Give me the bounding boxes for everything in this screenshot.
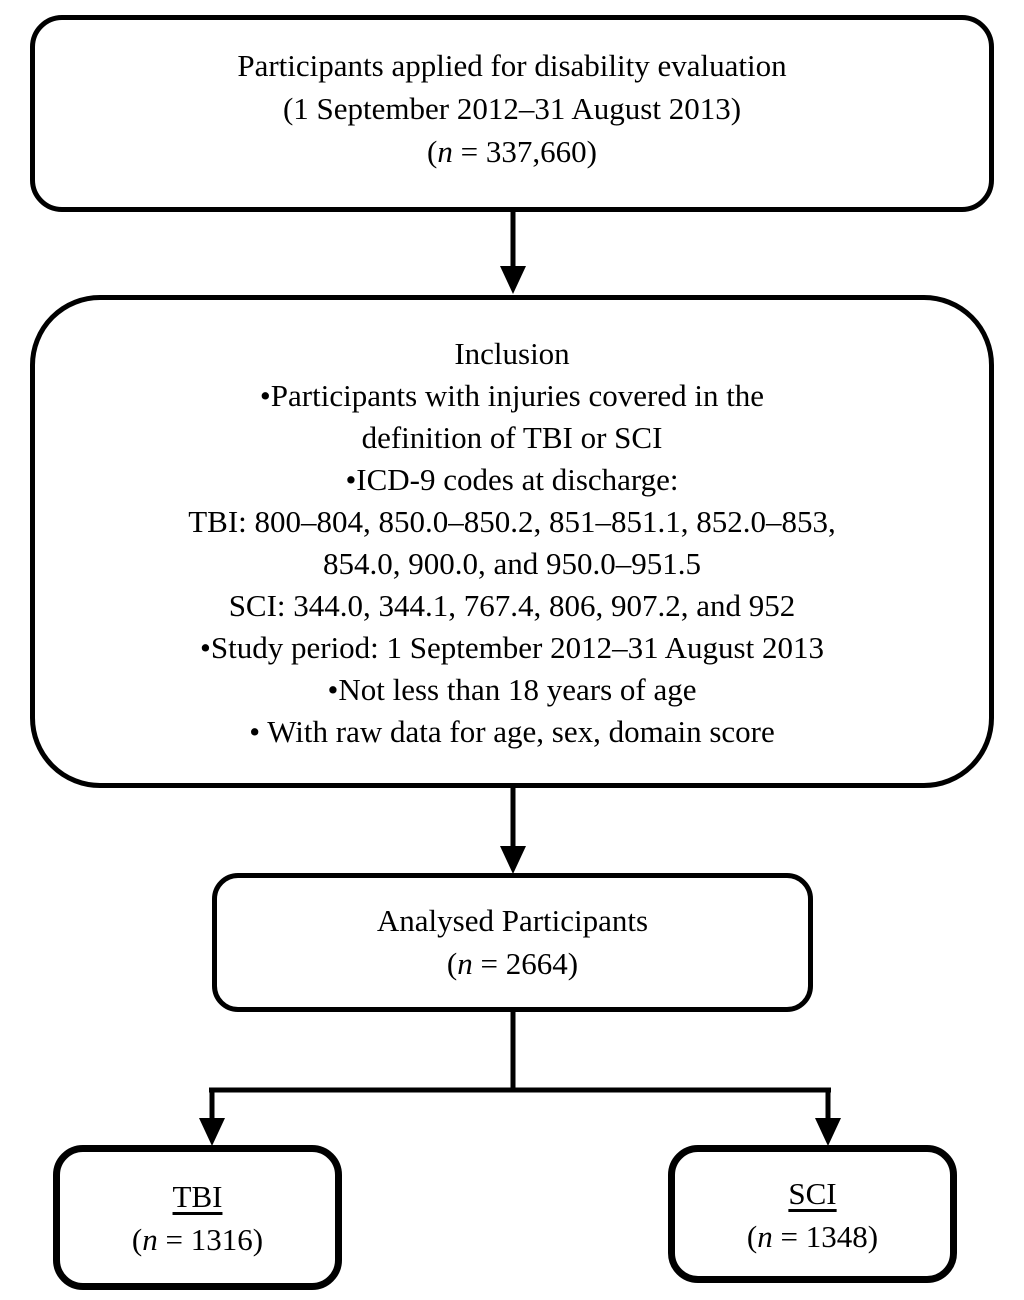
box-inclusion-criteria: Inclusion •Participants with injuries co… [30,295,994,788]
count-n-variable: n [142,1222,158,1257]
count-open: ( [446,946,458,981]
count-n-variable: n [757,1219,773,1254]
inclusion-criterion: •ICD-9 codes at discharge: [345,462,679,497]
sci-count: (n = 1348) [675,1215,950,1258]
count-open: ( [427,134,438,169]
sci-title: SCI [788,1176,837,1211]
count-n-variable: n [457,946,473,981]
inclusion-criterion: TBI: 800–804, 850.0–850.2, 851–851.1, 85… [188,504,836,539]
arrow-down-icon [500,266,526,294]
inclusion-criterion: •Participants with injuries covered in t… [259,378,765,413]
box-participants-applied: Participants applied for disability eval… [30,15,994,212]
count-value: = 1316) [157,1222,264,1257]
arrow-down-icon [199,1118,225,1146]
tbi-title: TBI [172,1179,223,1214]
inclusion-criterion: •Not less than 18 years of age [327,672,697,707]
analysed-count: (n = 2664) [217,942,808,985]
count-value: = 337,660) [452,134,597,169]
count-value: = 2664) [472,946,579,981]
inclusion-criterion: SCI: 344.0, 344.1, 767.4, 806, 907.2, an… [228,588,796,623]
box-sci-group: SCI (n = 1348) [668,1145,957,1283]
inclusion-criterion: • With raw data for age, sex, domain sco… [249,714,775,749]
inclusion-criterion: 854.0, 900.0, and 950.0–951.5 [322,546,701,581]
applied-line-2: (1 September 2012–31 August 2013) [282,91,742,126]
count-value: = 1348) [772,1219,879,1254]
inclusion-criterion: definition of TBI or SCI [361,420,663,455]
inclusion-title: Inclusion [454,336,570,371]
count-n-variable: n [437,134,453,169]
applied-count: (n = 337,660) [35,130,989,173]
applied-line-1: Participants applied for disability eval… [237,48,787,83]
box-analysed-participants: Analysed Participants (n = 2664) [212,873,813,1012]
inclusion-criterion: •Study period: 1 September 2012–31 Augus… [200,630,824,665]
arrow-down-icon [500,846,526,874]
analysed-title: Analysed Participants [376,903,649,938]
tbi-count: (n = 1316) [60,1218,335,1261]
count-open: ( [746,1219,758,1254]
arrow-down-icon [815,1118,841,1146]
box-tbi-group: TBI (n = 1316) [53,1145,342,1290]
count-open: ( [131,1222,143,1257]
